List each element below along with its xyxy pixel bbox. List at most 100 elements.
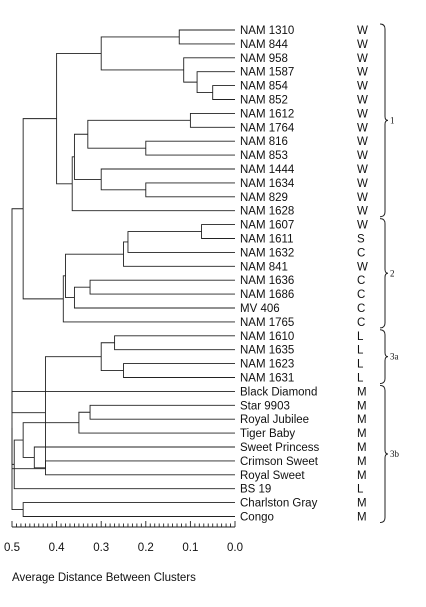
- leaf-code: W: [357, 192, 368, 204]
- dendrogram-branch: [145, 140, 235, 156]
- leaf-label: NAM 1686: [240, 289, 294, 301]
- leaf-label: NAM 816: [240, 136, 288, 148]
- leaf-label: NAM 1634: [240, 178, 295, 190]
- leaf-code: M: [357, 414, 367, 426]
- leaf-code: L: [357, 484, 364, 496]
- group-label: 1: [390, 115, 395, 125]
- leaf-label: NAM 958: [240, 53, 288, 65]
- dendrogram-branch: [11, 427, 24, 510]
- leaf-label: NAM 1610: [240, 331, 294, 343]
- dendrogram-branch: [100, 168, 235, 191]
- leaf-code: W: [357, 108, 368, 120]
- group-bracket: [379, 23, 389, 218]
- dendrogram-branches: [11, 29, 235, 517]
- group-label: 2: [390, 268, 395, 278]
- leaf-label: BS 19: [240, 484, 271, 496]
- leaf-label: NAM 1612: [240, 108, 294, 120]
- leaf-code: W: [357, 39, 368, 51]
- dendrogram-branch: [123, 241, 235, 267]
- leaf-label: NAM 1628: [240, 206, 294, 218]
- dendrogram-branch: [123, 363, 235, 378]
- dendrogram-branch: [100, 342, 124, 371]
- leaf-code: L: [357, 331, 364, 343]
- leaf-label: NAM 841: [240, 261, 288, 273]
- group-brackets: 1 2 3a 3b: [379, 23, 400, 523]
- leaf-code: M: [357, 442, 367, 454]
- leaf-code: M: [357, 470, 367, 482]
- leaf-label: NAM 1444: [240, 164, 295, 176]
- leaf-code: W: [357, 164, 368, 176]
- dendrogram-branch: [127, 231, 235, 253]
- leaf-code: W: [357, 122, 368, 134]
- leaf-label: NAM 853: [240, 150, 288, 162]
- leaf-label: Charlston Gray: [240, 498, 318, 510]
- leaf-label: NAM 1636: [240, 275, 294, 287]
- leaf-label: NAM 1623: [240, 359, 294, 371]
- leaf-code: C: [357, 303, 365, 315]
- group-bracket: [379, 384, 389, 523]
- leaf-code: W: [357, 25, 368, 37]
- leaf-code: W: [357, 136, 368, 148]
- dendrogram-branch: [22, 118, 64, 300]
- leaf-code: M: [357, 512, 367, 524]
- leaf-code: L: [357, 345, 364, 357]
- leaf-label: NAM 1764: [240, 122, 295, 134]
- leaf-code: M: [357, 400, 367, 412]
- group-label: 3b: [390, 449, 400, 459]
- leaf-label: Royal Jubilee: [240, 414, 309, 426]
- leaf-code: C: [357, 289, 365, 301]
- dendrogram-branch: [178, 29, 235, 45]
- leaf-label: NAM 852: [240, 95, 288, 107]
- leaf-code: W: [357, 261, 368, 273]
- leaf-code: C: [357, 275, 365, 287]
- leaf-label: Black Diamond: [240, 386, 317, 398]
- axis-tick-label: 0.3: [93, 542, 109, 554]
- dendrogram-branch: [100, 36, 184, 71]
- dendrogram-branch: [89, 404, 235, 420]
- dendrogram-branch: [22, 502, 235, 517]
- leaf-label: NAM 1310: [240, 25, 294, 37]
- dendrogram-branch: [145, 182, 235, 198]
- dendrogram-branch: [212, 85, 235, 100]
- leaf-code: C: [357, 247, 365, 259]
- leaf-label: NAM 1611: [240, 234, 293, 246]
- leaf-code: W: [357, 220, 368, 232]
- leaf-code: W: [357, 67, 368, 79]
- dendrogram-branch: [11, 208, 46, 414]
- leaf-label: NAM 854: [240, 81, 289, 93]
- axis-tick-label: 0.5: [4, 542, 20, 554]
- dendrogram-branch: [56, 53, 102, 185]
- axis-tick-label: 0.0: [227, 542, 243, 554]
- leaf-label: Congo: [240, 512, 274, 524]
- leaf-code: M: [357, 428, 367, 440]
- leaf-code: W: [357, 53, 368, 65]
- leaf-label: NAM 1587: [240, 67, 294, 79]
- leaf-code: M: [357, 456, 367, 468]
- leaf-label: NAM 1632: [240, 247, 294, 259]
- leaf-code: W: [357, 206, 368, 218]
- leaf-label: Star 9903: [240, 400, 290, 412]
- leaf-label: MV 406: [240, 303, 280, 315]
- dendrogram-branch: [196, 71, 235, 93]
- leaf-code: L: [357, 359, 364, 371]
- leaf-code: M: [357, 498, 367, 510]
- leaf-code: W: [357, 150, 368, 162]
- axis-tick-label: 0.1: [182, 542, 198, 554]
- axis-tick-label: 0.4: [49, 542, 66, 554]
- dendrogram-branch: [201, 224, 235, 239]
- leaf-label: NAM 829: [240, 192, 288, 204]
- dendrogram-branch: [73, 286, 235, 309]
- leaf-code: L: [357, 373, 364, 385]
- dendrogram-branch: [189, 112, 235, 128]
- leaf-code: W: [357, 81, 368, 93]
- leaf-code: W: [357, 178, 368, 190]
- group-bracket: [379, 218, 389, 329]
- leaf-code: S: [357, 234, 365, 246]
- dendrogram-branch: [33, 446, 235, 469]
- group-label: 3a: [390, 352, 399, 362]
- axis-title: Average Distance Between Clusters: [12, 572, 196, 584]
- dendrogram-branch: [78, 411, 235, 434]
